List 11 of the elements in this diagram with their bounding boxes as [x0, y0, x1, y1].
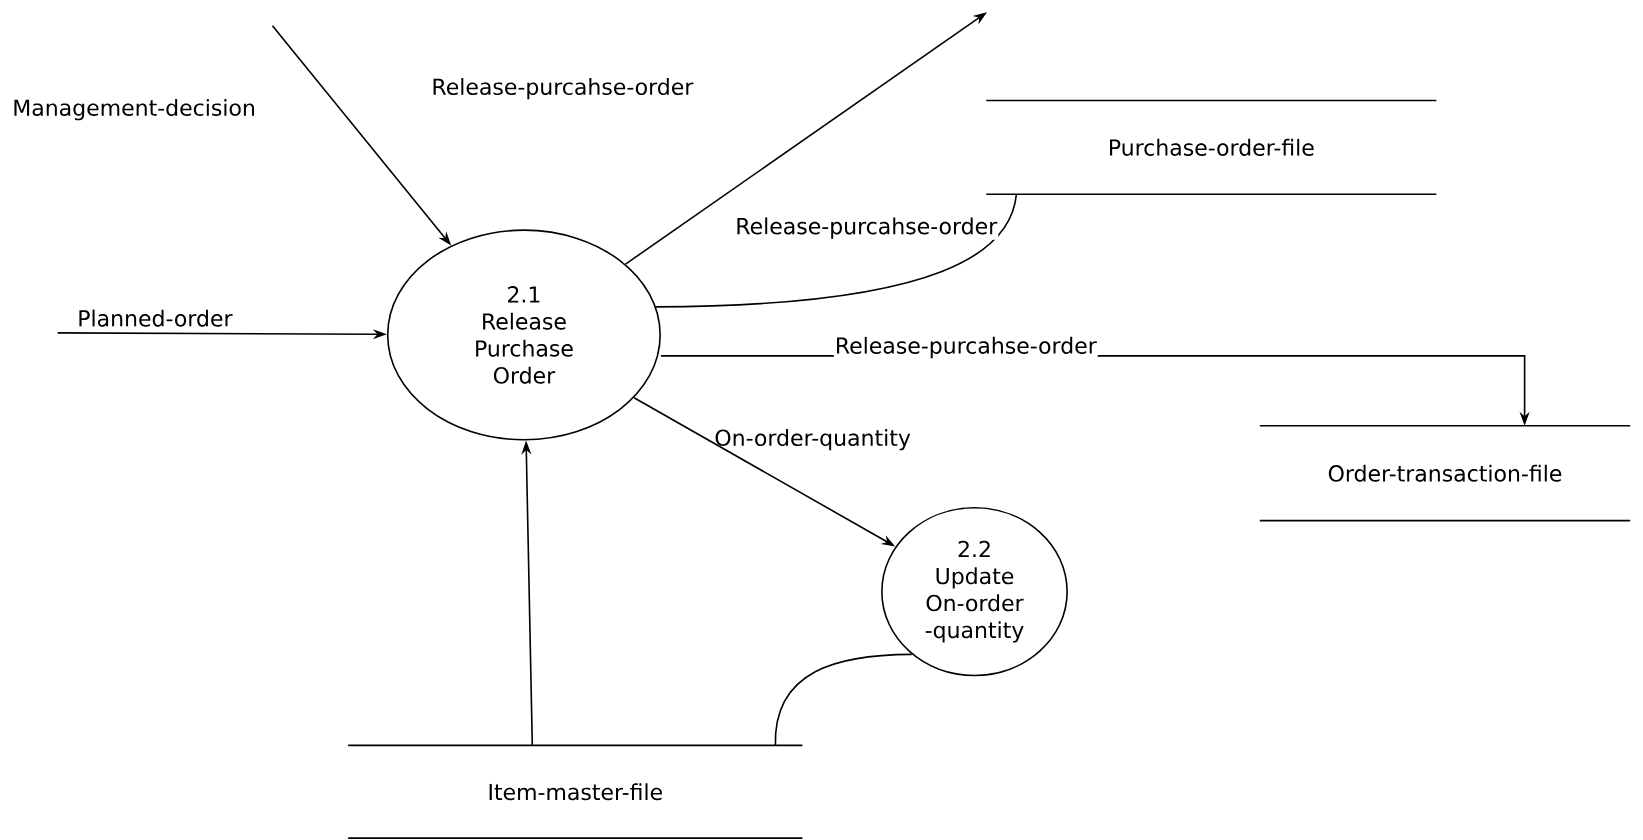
- data-store: Purchase-order-file: [985, 99, 1438, 196]
- edge-label: Release-purcahse-order: [734, 216, 999, 240]
- data-store: Item-master-file: [347, 744, 804, 839]
- data-store: Order-transaction-file: [1258, 425, 1631, 522]
- edge-label: On-order-quantity: [715, 429, 911, 451]
- edge-label: Planned-order: [76, 308, 234, 328]
- flow-line: [774, 653, 913, 747]
- edge-label: Release-purcahse-order: [833, 335, 1098, 360]
- edge-label: Management-decision: [14, 99, 254, 121]
- edge-label: Release-purcahse-order: [433, 78, 694, 100]
- flow-line: [655, 193, 1018, 308]
